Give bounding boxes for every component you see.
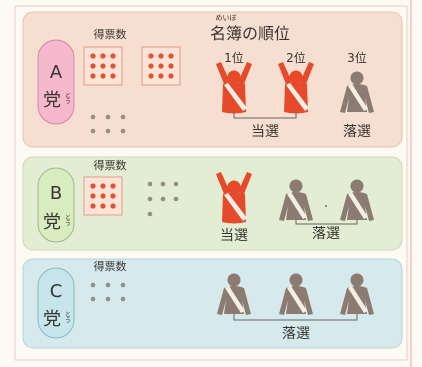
rank-1: 1位: [224, 50, 244, 65]
party-a-votes-label: 得票数: [94, 28, 127, 41]
party-a-elected-label: 当選: [251, 124, 279, 140]
party-c-defeated-bracket: [233, 314, 358, 321]
party-a-elected-bracket: [233, 112, 297, 119]
party-a-letter: A: [50, 62, 63, 83]
party-c-badge: [37, 267, 75, 339]
party-c-votes-label: 得票数: [94, 260, 127, 273]
party-c-remainder-votes: [90, 282, 126, 302]
party-a-name: 党: [43, 90, 61, 111]
party-b-defeated-bracket: [295, 219, 358, 225]
ruby-meibo: めいぼ: [216, 14, 237, 22]
party-a-vote-box-2: [141, 46, 181, 86]
party-a-badge: [37, 39, 75, 125]
party-b-name: 党: [43, 212, 61, 233]
party-b-reading: とう: [64, 214, 71, 226]
party-c-reading: とう: [64, 311, 71, 323]
party-b-section: B 党 とう 得票数 当選 落選: [22, 156, 403, 251]
outer-frame: [14, 5, 408, 361]
party-b-remainder-votes: [147, 181, 179, 217]
party-b-letter: B: [50, 183, 62, 204]
party-b-votes-label: 得票数: [94, 159, 127, 172]
party-a-reading: とう: [64, 92, 71, 104]
party-a-section: A 党 とう 得票数 めいぼ 名簿の順位 1位 2位 3位 当選 落選: [22, 11, 403, 148]
party-b-badge: [37, 167, 75, 243]
ranking-title: 名簿の順位: [210, 24, 290, 43]
party-b-elected-label: 当選: [220, 228, 248, 244]
party-c-letter: C: [50, 281, 63, 302]
party-c-section: C 党 とう 得票数 落選: [22, 258, 403, 349]
party-b-defeated-label: 落選: [312, 226, 340, 242]
rank-2: 2位: [286, 50, 306, 65]
rank-3: 3位: [347, 50, 367, 65]
party-a-defeated-label: 落選: [343, 124, 371, 140]
party-a-panel: [22, 11, 403, 148]
party-c-defeated-label: 落選: [282, 326, 310, 342]
party-c-name: 党: [43, 309, 61, 330]
party-c-panel: [22, 258, 403, 349]
party-a-remainder-votes: [90, 114, 126, 134]
